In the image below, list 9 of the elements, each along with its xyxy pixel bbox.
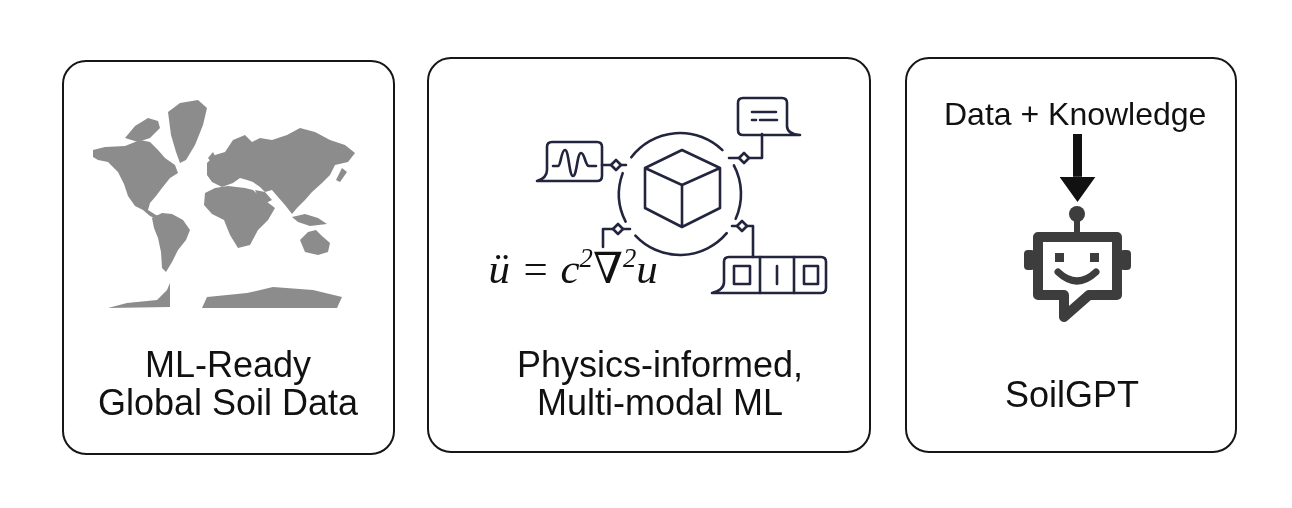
- equation: ü = c$^{2}$∇$^{2}$u: [488, 246, 658, 294]
- panel: [905, 57, 1237, 453]
- arrow: [1059, 134, 1096, 202]
- panel-caption: Physics-informed, Multi-modal ML: [515, 346, 805, 422]
- panel-caption: ML-Ready Global Soil Data: [96, 346, 360, 422]
- panel: [62, 60, 395, 455]
- input-label: Data + Knowledge: [944, 96, 1207, 132]
- panel: [427, 57, 871, 453]
- panel-caption: SoilGPT: [1005, 376, 1140, 414]
